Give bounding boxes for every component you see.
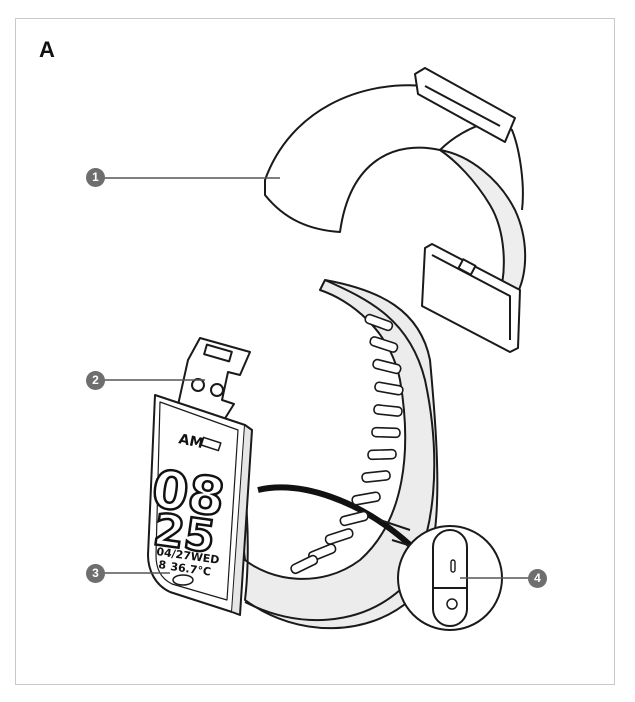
callout-3: 3 [86, 564, 105, 583]
upper-strap [264, 67, 527, 353]
display-minute: 25 [150, 504, 218, 563]
figure-frame [15, 18, 615, 685]
display-hour: 08 [148, 459, 228, 528]
callout-1: 1 [86, 168, 105, 187]
lower-strap [229, 279, 439, 630]
display-ampm: AM [177, 431, 205, 452]
callout-4: 4 [528, 569, 547, 588]
strap-holes [290, 313, 404, 575]
leader-lines [103, 177, 530, 579]
detail-zoom [379, 519, 503, 631]
tracker-module [147, 337, 253, 616]
display-steps-icon: 8 [158, 558, 167, 572]
panel-label: A [39, 37, 55, 62]
callout-2: 2 [86, 371, 105, 390]
display-screen: AM 08 25 04/27WED 8 36.7°C [147, 431, 230, 579]
display-temperature: 36.7°C [170, 560, 212, 579]
